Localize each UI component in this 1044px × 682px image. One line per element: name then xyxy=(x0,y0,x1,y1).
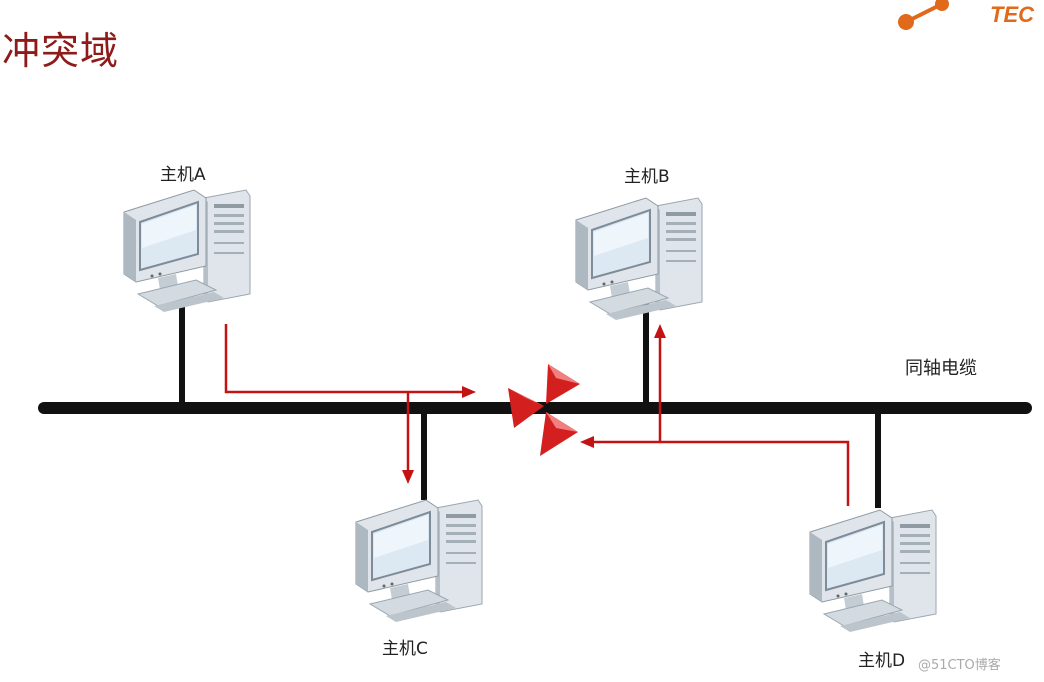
signal-path-a xyxy=(224,324,476,484)
host-c-computer-icon xyxy=(355,499,483,623)
host-a-computer-icon xyxy=(123,189,251,313)
cable-label: 同轴电缆 xyxy=(905,358,977,379)
host-label-b: 主机B xyxy=(624,167,670,187)
signal-path-d xyxy=(580,324,850,506)
collision-icon xyxy=(508,364,580,456)
watermark: @51CTO博客 xyxy=(918,658,1001,673)
host-b-computer-icon xyxy=(575,197,703,321)
host-label-d: 主机D xyxy=(858,651,906,671)
logo-icon xyxy=(898,0,949,30)
host-label-a: 主机A xyxy=(160,165,206,185)
host-d-computer-icon xyxy=(809,509,937,633)
logo-text: TEC xyxy=(990,2,1034,27)
host-label-c: 主机C xyxy=(382,639,428,659)
slide-title: 冲突域 xyxy=(2,29,120,73)
